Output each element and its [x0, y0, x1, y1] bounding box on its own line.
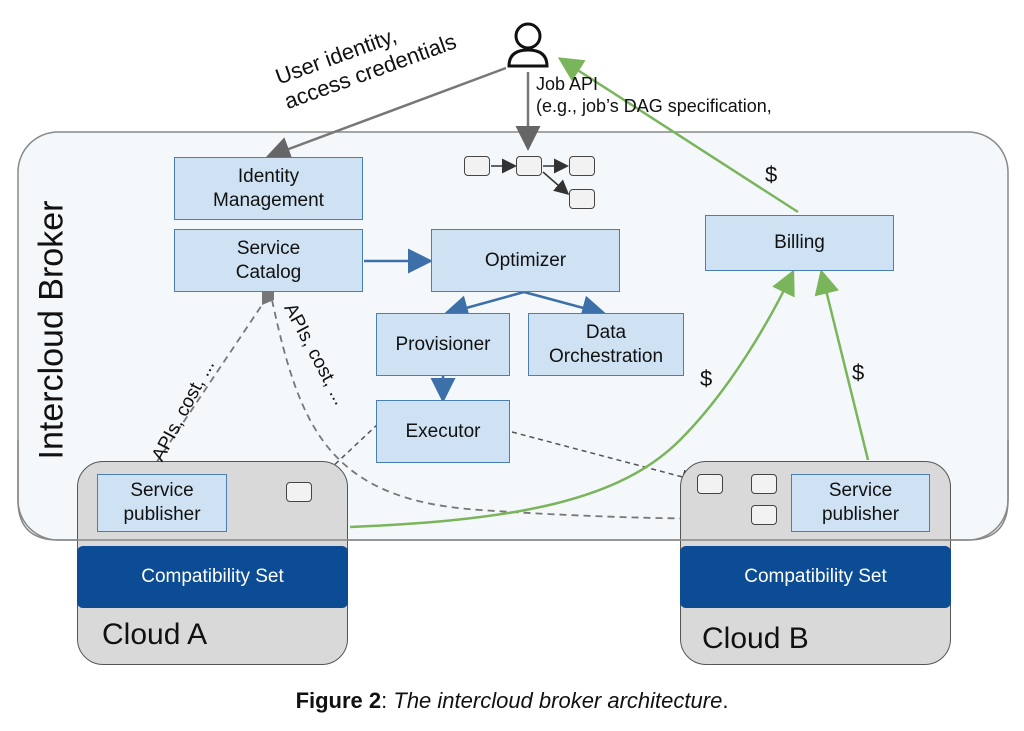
optimizer-dataorch-arrow [523, 290, 607, 320]
cloud-a-billing-arrow [349, 269, 795, 529]
dag-node [516, 156, 542, 176]
provisioner-box: Provisioner [376, 313, 510, 376]
dollar-label-top: $ [765, 162, 778, 187]
cloud-b-billing-arrow [814, 269, 870, 461]
caption-italic: The intercloud broker architecture [393, 688, 723, 713]
billing-box: Billing [705, 215, 894, 271]
executor-cloud-b-link [511, 431, 697, 485]
compatibility-set-b: Compatibility Set [680, 546, 951, 608]
cloud-a-task-node [286, 482, 312, 502]
billing-user-arrow [557, 57, 799, 214]
credentials-arrow [265, 66, 507, 161]
executor-box: Executor [376, 400, 510, 463]
dag-node [697, 474, 723, 494]
compatibility-set-a: Compatibility Set [77, 546, 348, 608]
dag-node [751, 505, 777, 525]
caption-sep: : [381, 688, 394, 713]
dollar-label-left: $ [700, 366, 713, 391]
caption-bold: Figure 2 [295, 688, 382, 713]
dag-node [569, 189, 595, 209]
cloud-a-label: Cloud A [102, 618, 208, 651]
optimizer-box: Optimizer [431, 229, 620, 292]
identity-management-box: Identity Management [174, 157, 363, 220]
figure-caption: Figure 2: The intercloud broker architec… [0, 688, 1024, 714]
job-dag [491, 158, 570, 195]
service-publisher-b-box: Service publisher [791, 474, 930, 532]
dag-node [751, 474, 777, 494]
dag-node [569, 156, 595, 176]
cloud-b-label: Cloud B [702, 622, 809, 655]
service-catalog-box: Service Catalog [174, 229, 363, 292]
service-publisher-a-box: Service publisher [97, 474, 227, 532]
caption-end: . [722, 688, 729, 713]
dag-node [464, 156, 490, 176]
optimizer-provisioner-arrow [443, 290, 525, 320]
data-orchestration-box: Data Orchestration [528, 313, 684, 376]
user-icon [507, 22, 549, 68]
intercloud-broker-label: Intercloud Broker [32, 200, 71, 460]
dollar-label-right: $ [852, 360, 865, 385]
job-api-label-line2: (e.g., job’s DAG specification, [536, 96, 772, 116]
job-api-label-line1: Job API [536, 74, 599, 94]
catalog-publisher-b-link [271, 299, 791, 520]
